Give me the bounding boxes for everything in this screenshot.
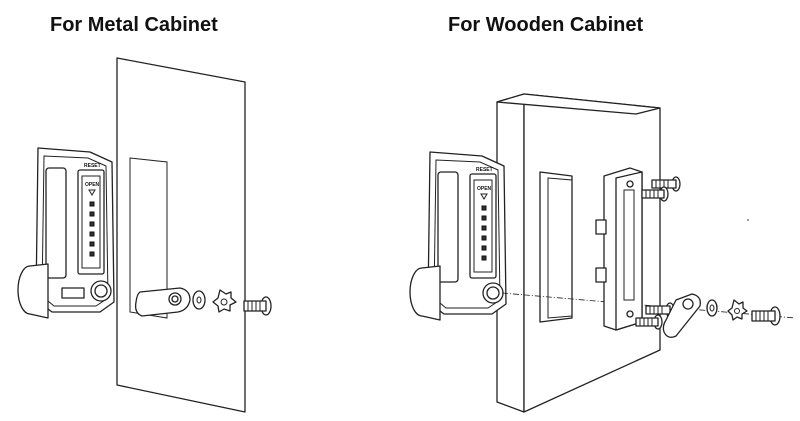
washer-wooden [706, 299, 718, 317]
metal-cabinet-assembly: OPEN RESET [17, 57, 272, 413]
metal-door-panel [116, 57, 246, 413]
cam-lever-wooden [662, 293, 701, 338]
metal-cabinet-title: For Metal Cabinet [50, 14, 218, 36]
wooden-door-cutout [539, 171, 573, 323]
dust-mark [747, 219, 749, 221]
bracket-screw-bottom-2 [635, 314, 663, 330]
mounting-bracket [595, 167, 643, 331]
bracket-screw-top-2 [641, 186, 669, 202]
screw-wooden [751, 306, 781, 326]
lock-body-metal: OPEN RESET [17, 147, 115, 319]
metal-door-cutout [129, 157, 168, 319]
wooden-cabinet-assembly: OPEN RESET [409, 93, 796, 413]
open-label-metal: OPEN [85, 182, 100, 188]
star-nut-metal [212, 289, 237, 313]
washer-metal [192, 290, 206, 310]
reset-label-wooden: RESET [476, 167, 493, 173]
lock-body-wooden: OPEN RESET [409, 151, 507, 321]
open-label-wooden: OPEN [477, 186, 492, 192]
reset-label-metal: RESET [84, 163, 101, 169]
star-nut-wooden [727, 299, 748, 321]
wooden-cabinet-title: For Wooden Cabinet [448, 14, 644, 36]
screw-metal [243, 296, 272, 316]
